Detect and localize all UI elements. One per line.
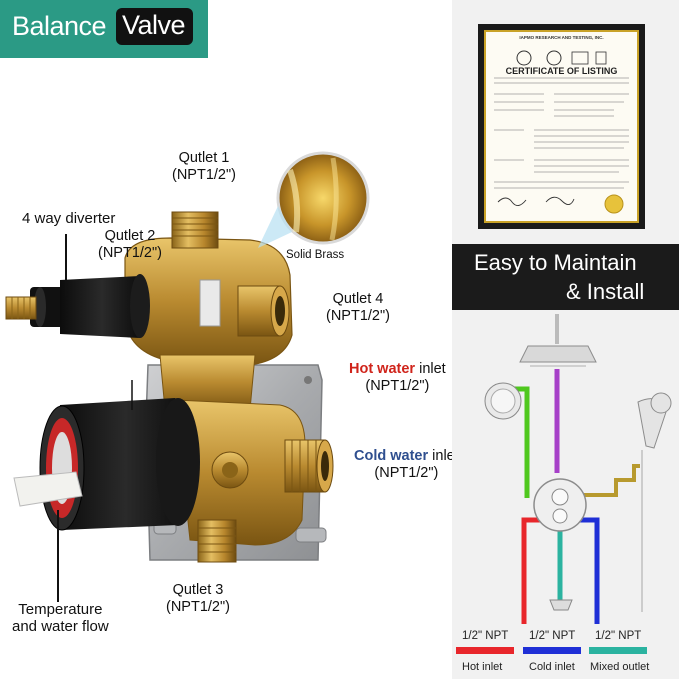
legend-color-bar-0 [456,647,514,654]
badge-word-balance: Balance [12,11,107,41]
outlet-2-name: Qutlet 2 [104,228,156,244]
certificate-paper [484,30,639,223]
certificate-header: IAPMO RESEARCH AND TESTING, INC. [519,35,604,40]
temperature-line-2: and water flow [12,618,109,635]
cold-inlet-npt: (NPT1/2") [374,465,439,481]
cold-inlet-label: Cold water inlet (NPT1/2") [354,448,459,482]
outlet-4-label: Qutlet 4 (NPT1/2") [326,291,390,325]
badge-word-valve: Valve [116,8,194,45]
hot-inlet-rest: inlet [415,361,446,377]
valve-illustration [5,151,370,602]
outlet-4-npt: (NPT1/2") [326,308,390,324]
certificate-logo-icon [516,50,532,66]
hot-inlet-colored: Hot water [349,361,416,377]
legend-color-bar-1 [523,647,581,654]
temperature-label: Temperature and water flow [12,601,109,635]
outlet-1-npt: (NPT1/2") [172,167,236,183]
gold-seal-icon [604,194,624,214]
outlet-1-name: Qutlet 1 [178,150,230,166]
rain-shower-head-icon [519,345,597,363]
hot-inlet-label: Hot water inlet (NPT1/2") [349,361,446,395]
outlet-1-label: Qutlet 1 (NPT1/2") [172,150,236,184]
legend-npt-2: 1/2" NPT [595,630,642,642]
temperature-line-1: Temperature [18,601,103,618]
diverter-label: 4 way diverter [22,210,116,227]
legend-npt-0: 1/2" NPT [462,630,509,642]
outlet-4-name: Qutlet 4 [332,291,384,307]
outlet-3-name: Qutlet 3 [172,582,224,598]
certificate-body [494,50,629,214]
legend-npt-1: 1/2" NPT [529,630,576,642]
cold-inlet-colored: Cold water [354,448,429,464]
certificate-title: CERTIFICATE OF LISTING [505,66,618,76]
outlet-2-label: Qutlet 2 (NPT1/2") [98,228,162,262]
legend-label-1: Cold inlet [529,661,575,673]
certificate-logo-icon [546,50,562,66]
outlet-2-npt: (NPT1/2") [98,245,162,261]
outlet-3-npt: (NPT1/2") [166,599,230,615]
outlet-3-label: Qutlet 3 (NPT1/2") [166,582,230,616]
tub-spout-icon [549,599,573,611]
legend-label-0: Hot inlet [462,661,503,673]
hot-inlet-npt: (NPT1/2") [365,378,430,394]
legend-color-bar-2 [589,647,647,654]
maintain-banner [452,244,679,310]
balance-valve-badge: Balance Valve [0,0,208,58]
legend-label-2: Mixed outlet [590,661,650,673]
plumbing-diagram [484,314,672,624]
banner-line-2: & Install [566,279,645,304]
solid-brass-label: Solid Brass [286,249,345,261]
banner-line-1: Easy to Maintain [474,250,637,275]
